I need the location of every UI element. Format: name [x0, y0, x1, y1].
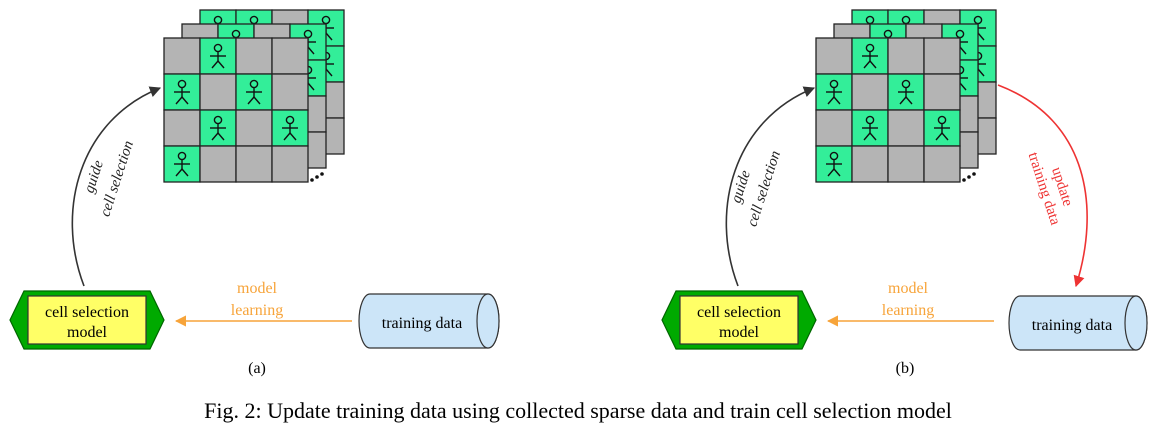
ellipsis-icon [962, 172, 976, 182]
person-icon [174, 79, 190, 105]
sensing-grid [815, 37, 961, 183]
empty-cell [887, 145, 925, 183]
cell-selection-model: cell selection model [9, 290, 165, 350]
figure-caption: Fig. 2: Update training data using colle… [204, 398, 952, 423]
training-data-cylinder: training data [358, 293, 500, 349]
panel-b: guide cell selection update training dat… [661, 9, 1148, 377]
person-icon [862, 115, 878, 141]
person-icon [934, 115, 950, 141]
empty-cell [163, 37, 201, 75]
sensing-grid [163, 37, 309, 183]
empty-cell [923, 73, 961, 111]
person-icon [210, 43, 226, 69]
cell-selection-model: cell selection model [661, 290, 817, 350]
learning-label-line1: model [888, 280, 929, 297]
grid-stack [163, 9, 345, 183]
diagram-svg: guide cell selection cell selection mode… [9, 9, 1148, 377]
learning-label-line2: learning [882, 302, 934, 319]
person-icon [826, 151, 842, 177]
ellipsis-icon [310, 172, 324, 182]
grid-stack [815, 9, 997, 183]
empty-cell [199, 145, 237, 183]
person-icon [282, 115, 298, 141]
learning-label-line1: model [237, 280, 278, 297]
person-icon [210, 115, 226, 141]
guide-label-line1: guide [728, 168, 754, 205]
model-label-line2: model [719, 324, 760, 341]
model-label-line1: cell selection [45, 304, 129, 321]
empty-cell [271, 145, 309, 183]
guide-label-line2: cell selection [97, 139, 137, 219]
guide-label-line2: cell selection [744, 149, 784, 229]
empty-cell [923, 145, 961, 183]
empty-cell [815, 37, 853, 75]
empty-cell [815, 109, 853, 147]
empty-cell [887, 37, 925, 75]
person-icon [174, 151, 190, 177]
empty-cell [199, 73, 237, 111]
empty-cell [271, 37, 309, 75]
empty-cell [235, 109, 273, 147]
panel-label: (a) [248, 360, 266, 377]
empty-cell [851, 73, 889, 111]
guide-label-line1: guide [81, 158, 107, 195]
learning-label-line2: learning [231, 302, 283, 319]
empty-cell [887, 109, 925, 147]
update-arrow [997, 84, 1088, 288]
training-data-label: training data [382, 315, 462, 332]
empty-cell [271, 73, 309, 111]
empty-cell [235, 37, 273, 75]
empty-cell [923, 37, 961, 75]
guide-arrow [725, 86, 816, 287]
person-icon [862, 43, 878, 69]
panel-label: (b) [896, 360, 915, 377]
empty-cell [851, 145, 889, 183]
empty-cell [235, 145, 273, 183]
guide-arrow [71, 86, 162, 287]
training-data-cylinder: training data [1008, 295, 1148, 351]
empty-cell [163, 109, 201, 147]
person-icon [826, 79, 842, 105]
person-icon [246, 79, 262, 105]
person-icon [898, 79, 914, 105]
model-label-line1: cell selection [697, 304, 781, 321]
model-label-line2: model [67, 324, 108, 341]
panel-a: guide cell selection cell selection mode… [9, 9, 500, 377]
training-data-label: training data [1032, 317, 1112, 334]
